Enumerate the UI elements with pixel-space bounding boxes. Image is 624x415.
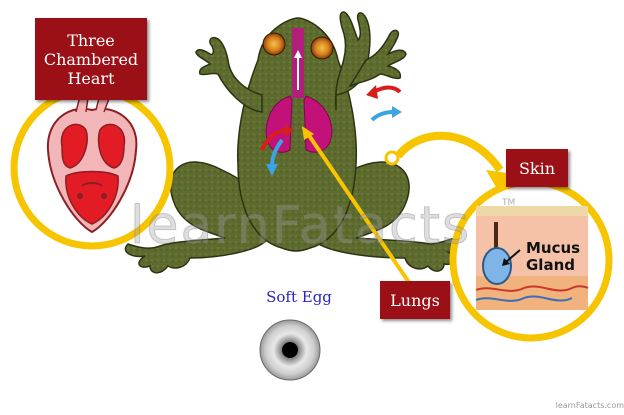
heart-illustration: [46, 93, 138, 234]
skin-pointer-arrow: [394, 131, 504, 173]
soft-egg-label: Soft Egg: [266, 288, 332, 306]
three-chambered-heart-label: Three Chambered Heart: [35, 18, 147, 100]
air-out-arrow-left: [270, 138, 284, 167]
mucus-label-line2: Gland: [526, 256, 575, 274]
lungs-pointer-line: [306, 132, 412, 286]
frog-left-hind-leg: [124, 161, 273, 274]
heart-callout: [10, 86, 174, 250]
heart-label-line1: Three: [67, 30, 115, 50]
air-in-arrow-right: [372, 85, 402, 94]
skin-source-marker: [384, 150, 400, 166]
frog-left-eye: [262, 32, 286, 56]
skin-cross-section: [475, 206, 589, 310]
lungs-label: Lungs: [380, 281, 450, 319]
frog-body: [236, 17, 358, 252]
mucus-gland-shape: [482, 247, 512, 285]
heart-label-line2: Chambered: [43, 49, 139, 69]
frog-left-front-leg: [195, 36, 263, 113]
air-out-arrow-right: [370, 110, 395, 122]
trademark-mark: TM: [502, 198, 516, 208]
skin-label: Skin: [506, 149, 568, 187]
frog-right-front-leg: [334, 11, 371, 111]
mucus-label-line1: Mucus: [526, 239, 581, 257]
mucus-gland-label: Mucus Gland: [526, 240, 596, 274]
watermark-text: learnFatacts: [129, 196, 472, 257]
air-in-arrow-left: [260, 128, 287, 151]
footer-url: learnFatacts.com: [555, 401, 624, 410]
frog-right-eye: [310, 36, 334, 60]
frog-illustration: [124, 11, 466, 274]
skin-callout: [384, 131, 613, 342]
soft-egg-illustration: [259, 319, 321, 381]
heart-label-line3: Heart: [67, 68, 115, 88]
